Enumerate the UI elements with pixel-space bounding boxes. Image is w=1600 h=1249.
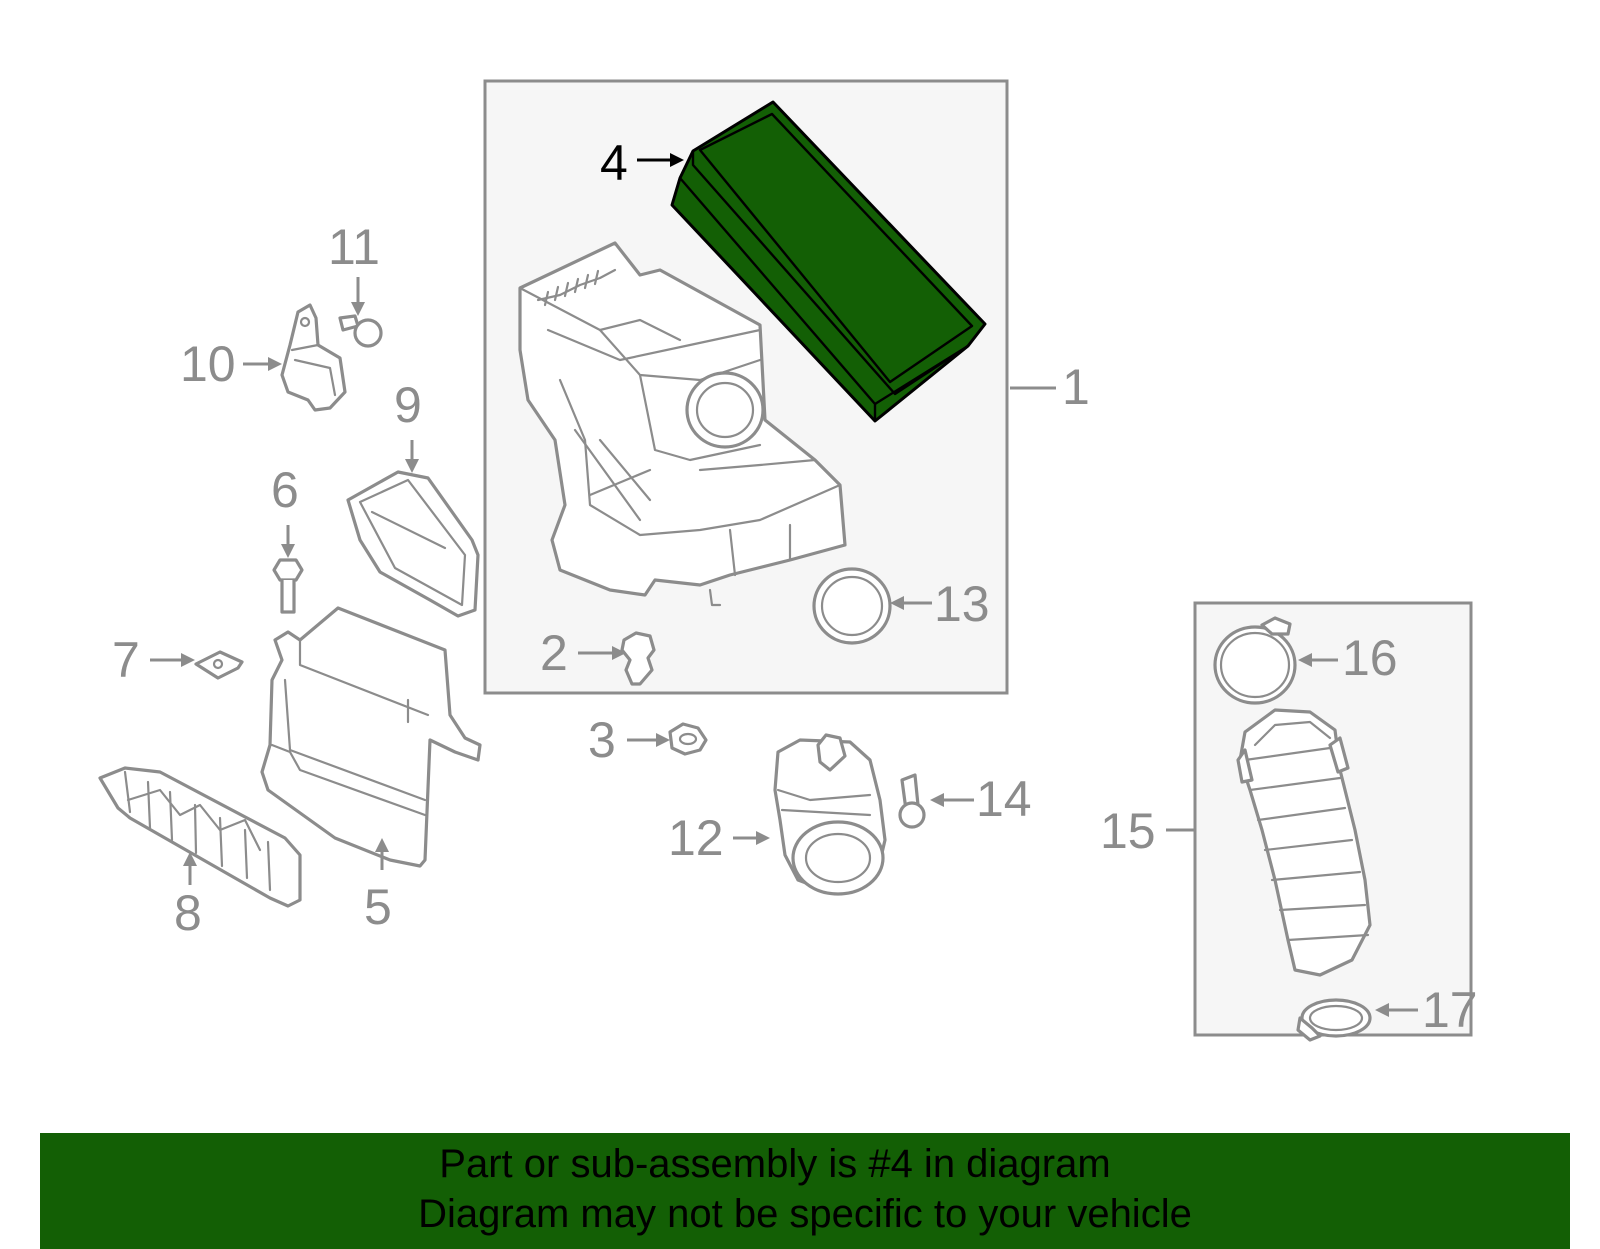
callout-9[interactable]: 9 [394, 377, 422, 433]
banner-disclaimer: Diagram may not be specific to your vehi… [418, 1192, 1192, 1236]
screw-part[interactable] [898, 773, 926, 829]
banner-part-note: Part or sub-assembly is #4 in diagram [439, 1142, 1111, 1186]
callout-8[interactable]: 8 [174, 885, 202, 941]
callout-10[interactable]: 10 [180, 336, 236, 392]
callout-3[interactable]: 3 [588, 712, 616, 768]
callout-17[interactable]: 17 [1422, 982, 1478, 1038]
leader-lines [150, 153, 1418, 1017]
callout-16[interactable]: 16 [1342, 630, 1398, 686]
callout-1[interactable]: 1 [1062, 359, 1090, 415]
callout-4[interactable]: 4 [600, 135, 628, 191]
air-scoop-part[interactable] [346, 470, 480, 618]
bracket-part[interactable] [280, 303, 347, 412]
maf-sensor-tube-part[interactable] [773, 733, 887, 896]
callout-14[interactable]: 14 [976, 771, 1032, 827]
callout-15[interactable]: 15 [1100, 803, 1156, 859]
callout-5[interactable]: 5 [364, 879, 392, 935]
callout-6[interactable]: 6 [271, 462, 299, 518]
inlet-duct-part[interactable] [260, 606, 482, 868]
clip-nut-part[interactable] [194, 650, 244, 680]
bolt-11-part[interactable] [338, 314, 383, 348]
push-clip-part[interactable] [620, 631, 656, 686]
bolt-6-part[interactable] [272, 558, 304, 614]
nut-part[interactable] [668, 722, 708, 756]
air-cleaner-housing-part[interactable] [518, 241, 847, 607]
grille-part[interactable] [98, 766, 302, 908]
intake-hose-part[interactable] [1236, 708, 1372, 977]
callout-2[interactable]: 2 [540, 625, 568, 681]
hose-clamp-17-part[interactable] [1296, 998, 1372, 1042]
callout-7[interactable]: 7 [112, 632, 140, 688]
callout-13[interactable]: 13 [934, 576, 990, 632]
info-banner: Part or sub-assembly is #4 in diagram Di… [40, 1133, 1570, 1249]
callout-11[interactable]: 11 [328, 219, 380, 275]
gasket-ring-part[interactable] [812, 567, 892, 645]
callout-labels: 1 2 3 4 5 6 7 8 9 10 11 12 13 14 15 16 1… [112, 135, 1478, 1038]
air-filter-element-part[interactable] [670, 100, 987, 423]
hose-clamp-16-part[interactable] [1213, 616, 1297, 705]
parts-diagram: 1 2 3 4 5 6 7 8 9 10 11 12 13 14 15 16 1… [98, 79, 1478, 1042]
callout-12[interactable]: 12 [668, 810, 724, 866]
